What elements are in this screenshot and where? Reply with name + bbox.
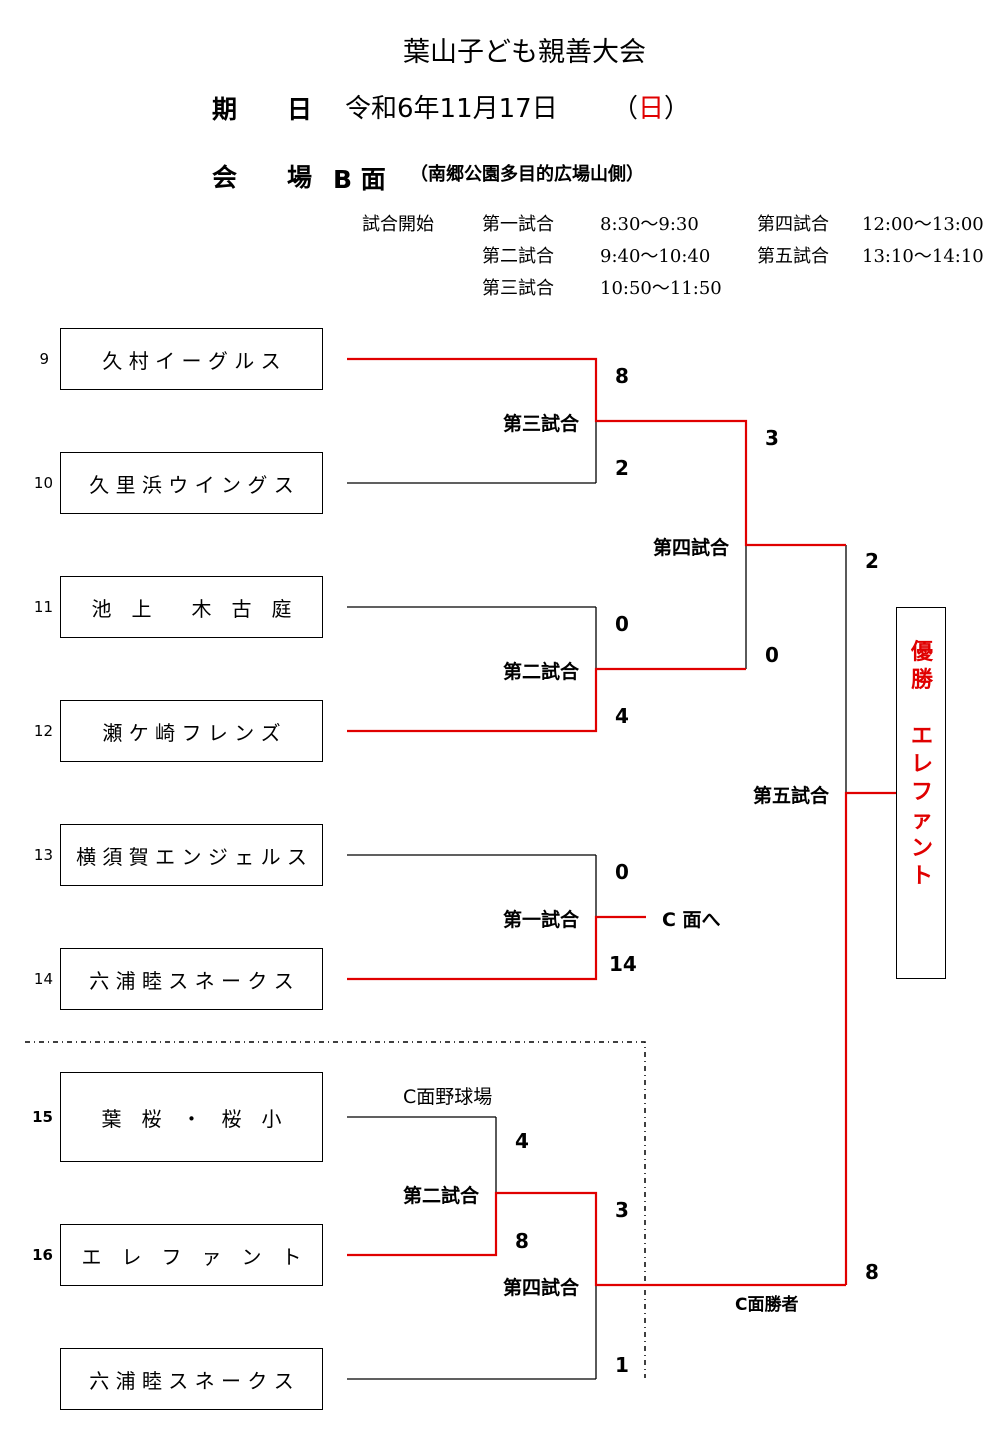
venue-value: B 面 (333, 165, 386, 194)
champion-team-char: ァ (910, 807, 933, 833)
schedule-game-5-time: 13:10～14:10 (862, 246, 984, 267)
schedule-label: 試合開始 (362, 214, 434, 235)
win-line-team14 (347, 915, 646, 981)
schedule-game-2-name: 第二試合 (482, 246, 554, 267)
score-c4-bottom: 1 (615, 1353, 629, 1377)
champion-team-char: フ (910, 779, 933, 805)
team-box: エ レ フ ァ ン ト (60, 1224, 323, 1286)
score-c4-top: 3 (615, 1198, 629, 1222)
team-seed: 12 (33, 722, 53, 740)
schedule-game-4-name: 第四試合 (757, 214, 829, 235)
team-seed: 9 (39, 350, 49, 368)
score-m2-bottom: 4 (615, 704, 629, 728)
team-name: 池 上 木 古 庭 (91, 596, 292, 621)
schedule-game-2-time: 9:40～10:40 (600, 246, 711, 267)
score-m3-bottom: 2 (615, 456, 629, 480)
match-label-c2: 第二試合 (403, 1185, 480, 1207)
score-m1-bottom: 14 (609, 952, 637, 976)
champion-team-char: ト (910, 863, 933, 889)
team-box: 瀬 ケ 崎 フ レ ン ズ (60, 700, 323, 762)
team-box: 六 浦 睦 ス ネ ー ク ス (60, 948, 323, 1010)
schedule-game-1-time: 8:30～9:30 (600, 214, 699, 235)
team-box: 六 浦 睦 ス ネ ー ク ス (60, 1348, 323, 1410)
schedule-game-4-time: 12:00～13:00 (862, 214, 984, 235)
champion-team-char: レ (910, 751, 933, 777)
score-m4-bottom: 0 (765, 643, 779, 667)
schedule-game-5-name: 第五試合 (757, 246, 829, 267)
venue-label: 会 場 (212, 163, 313, 192)
score-m2-top: 0 (615, 612, 629, 636)
match-label-m5: 第五試合 (753, 785, 830, 807)
champion-gap (897, 694, 947, 722)
schedule-game-3-time: 10:50～11:50 (600, 278, 722, 299)
score-m5-bottom: 8 (865, 1260, 879, 1284)
win-line-team12 (347, 667, 746, 733)
team-name: 瀬 ケ 崎 フ レ ン ズ (102, 720, 281, 745)
page-title: 葉山子ども親善大会 (403, 37, 646, 68)
team-box: 横 須 賀 エ ン ジ ェ ル ス (60, 824, 323, 886)
schedule-game-3-name: 第三試合 (482, 278, 554, 299)
match-label-m4: 第四試合 (653, 537, 730, 559)
day-close: ） (664, 94, 691, 124)
team-seed: 11 (33, 598, 53, 616)
c-winner-label: C面勝者 (735, 1295, 799, 1315)
team-box: 久 村 イ ー グ ル ス (60, 328, 323, 390)
team-seed: 10 (33, 474, 53, 492)
champion-team-char: ン (910, 835, 933, 861)
date-label: 期 日 (212, 95, 313, 124)
champion-box: 優勝エレファント (896, 607, 946, 979)
champion-label-char: 優 (910, 639, 933, 665)
team-seed: 15 (32, 1108, 53, 1126)
champion-label-char: 勝 (910, 667, 933, 693)
team-box: 葉 桜 ・ 桜 小 (60, 1072, 323, 1162)
team-box: 池 上 木 古 庭 (60, 576, 323, 638)
win-line-team16 (347, 1191, 846, 1287)
to-c-field-note: C 面へ (662, 909, 721, 931)
score-m3-top: 8 (615, 364, 629, 388)
win-line-team9 (347, 357, 846, 547)
c-field-separator (25, 1041, 646, 1378)
team-name: エ レ フ ァ ン ト (81, 1244, 302, 1269)
match-label-m2: 第二試合 (503, 661, 580, 683)
day-value: 日 (638, 94, 665, 124)
team-name: 六 浦 睦 ス ネ ー ク ス (89, 968, 294, 993)
day-open: （ (612, 94, 639, 124)
schedule-game-1-name: 第一試合 (482, 214, 554, 235)
team-name: 久 里 浜 ウ イ ン グ ス (89, 472, 294, 497)
team-seed: 13 (33, 846, 53, 864)
team-box: 久 里 浜 ウ イ ン グ ス (60, 452, 323, 514)
match-label-m3: 第三試合 (503, 413, 580, 435)
day-of-week: （日） (612, 88, 690, 125)
score-m1-top: 0 (615, 860, 629, 884)
score-c2-bottom: 8 (515, 1229, 529, 1253)
team-name: 横 須 賀 エ ン ジ ェ ル ス (76, 844, 307, 869)
team-name: 六 浦 睦 ス ネ ー ク ス (89, 1368, 294, 1393)
champion-team-char: エ (910, 723, 933, 749)
venue-note: （南郷公園多目的広場山側） (410, 164, 644, 185)
team-name: 久 村 イ ー グ ル ス (102, 348, 281, 373)
match-label-m1: 第一試合 (503, 909, 580, 931)
score-c2-top: 4 (515, 1129, 529, 1153)
team-name: 葉 桜 ・ 桜 小 (101, 1106, 282, 1131)
score-m4-top: 3 (765, 426, 779, 450)
c-field-label: C面野球場 (403, 1086, 493, 1108)
date-value: 令和6年11月17日 (345, 94, 558, 124)
match-label-c4: 第四試合 (503, 1277, 580, 1299)
team-seed: 16 (32, 1246, 53, 1264)
score-m5-top: 2 (865, 549, 879, 573)
team-seed: 14 (33, 970, 53, 988)
win-line-final (844, 791, 896, 1285)
champion-text: 優勝エレファント (897, 638, 947, 890)
